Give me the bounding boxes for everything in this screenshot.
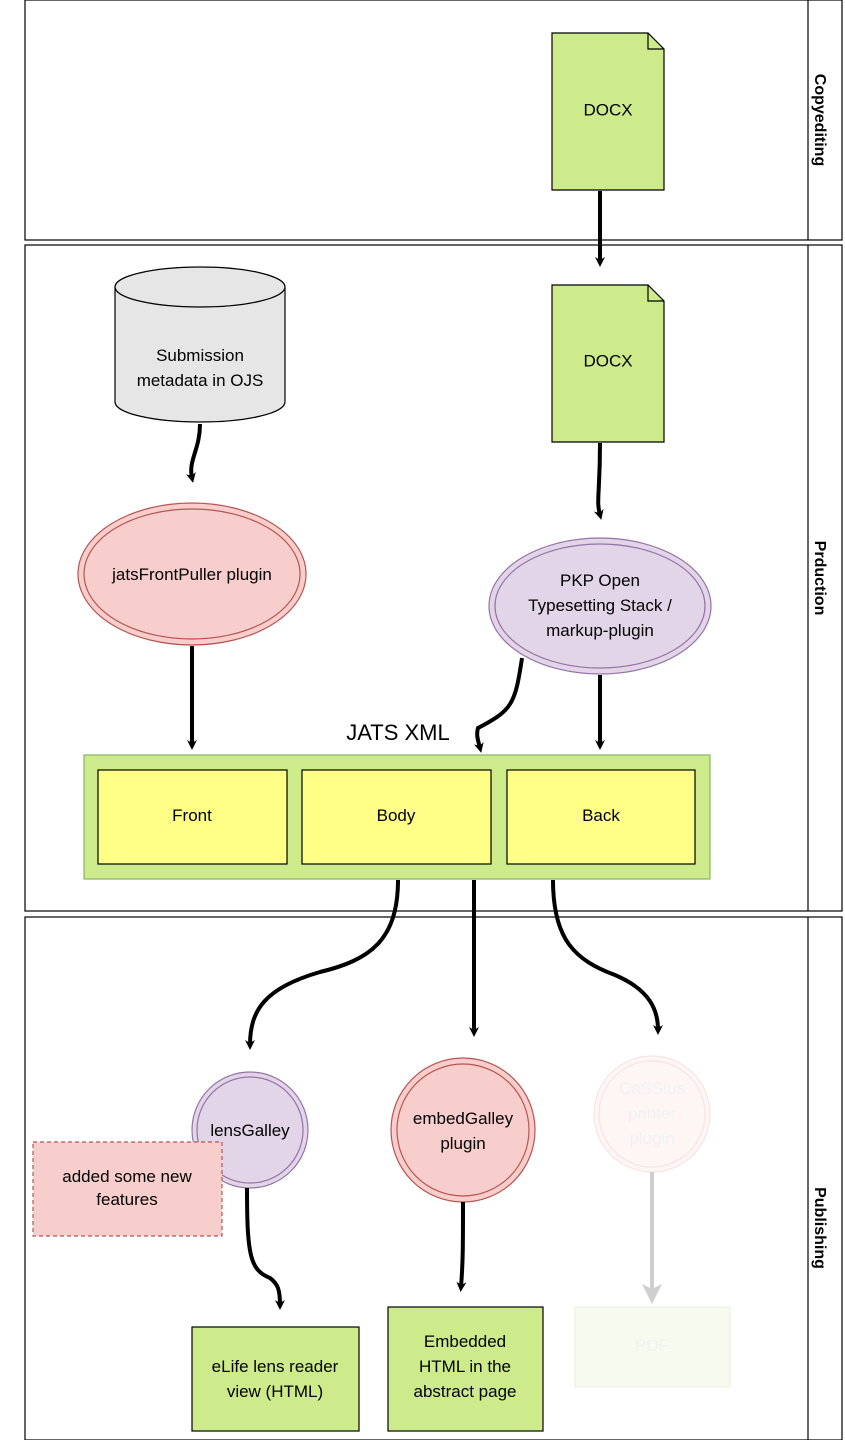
cassius-printer-node: CaSSius printer plugin [593, 1055, 711, 1173]
jats-section-body-label: Body [377, 806, 416, 825]
jats-xml-title: JATS XML [346, 720, 450, 745]
arrow-docx-to-pkp [593, 442, 604, 520]
arrow-lensgalley-to-elife [245, 1187, 285, 1310]
lane-label-publishing: Publishing [811, 1187, 828, 1269]
output-embedded-html: Embedded HTML in the abstract page [387, 1306, 544, 1432]
note-line2: features [96, 1190, 157, 1209]
output-pdf: PDF [574, 1306, 731, 1388]
cassius-label-line1: CaSSius [619, 1079, 685, 1098]
connector-cassius-to-pdf [642, 1172, 662, 1304]
jats-section-front: Front [97, 769, 288, 865]
pkp-label-line2: Typesetting Stack / [528, 596, 672, 615]
elife-label-line2: view (HTML) [227, 1382, 323, 1401]
arrow-body-to-lensgalley [245, 879, 400, 1050]
connectors [186, 191, 663, 1310]
embed-galley-node: embedGalley plugin [390, 1057, 536, 1203]
docx-copyediting-label: DOCX [583, 100, 632, 119]
arrow-back-to-cassius [551, 879, 663, 1035]
lane-label-production: Prduction [811, 541, 828, 616]
jats-section-body: Body [301, 769, 492, 865]
pkp-typesetting-stack-node: PKP Open Typesetting Stack / markup-plug… [488, 537, 712, 675]
jats-front-puller-node: jatsFrontPuller plugin [77, 502, 307, 646]
jats-front-puller-label: jatsFrontPuller plugin [111, 565, 272, 584]
jats-section-front-label: Front [172, 806, 212, 825]
jats-xml-container: Front Body Back [83, 754, 711, 880]
embedded-label-line3: abstract page [413, 1382, 516, 1401]
docx-production-node: DOCX [551, 284, 665, 443]
embedded-label-line2: HTML in the [419, 1357, 511, 1376]
docx-production-label: DOCX [583, 351, 632, 370]
elife-label-line1: eLife lens reader [212, 1357, 339, 1376]
cassius-label-line3: plugin [629, 1129, 674, 1148]
embedded-label-line1: Embedded [424, 1332, 506, 1351]
note-line1: added some new [62, 1167, 192, 1186]
embed-galley-label-line2: plugin [440, 1134, 485, 1153]
pkp-label-line1: PKP Open [560, 571, 640, 590]
docx-copyediting-node: DOCX [551, 32, 665, 191]
submission-metadata-database: Submission metadata in OJS [114, 266, 286, 423]
arrow-metadata-to-frontpuller [186, 423, 202, 483]
metadata-label-line2: metadata in OJS [137, 371, 264, 390]
lane-copyediting: Copyediting [24, 0, 843, 241]
jats-section-back-label: Back [582, 806, 620, 825]
jats-section-back: Back [506, 769, 696, 865]
lens-galley-label: lensGalley [210, 1121, 290, 1140]
metadata-label-line1: Submission [156, 346, 244, 365]
arrow-embedgalley-to-embedded [456, 1201, 467, 1292]
output-elife-lens: eLife lens reader view (HTML) [191, 1326, 360, 1432]
pkp-label-line3: markup-plugin [546, 621, 654, 640]
arrow-pkp-to-body [473, 657, 524, 753]
embed-galley-label-line1: embedGalley [413, 1109, 514, 1128]
lane-label-copyediting: Copyediting [811, 74, 828, 166]
cassius-label-line2: printer [628, 1104, 677, 1123]
note-added-features: added some new features [32, 1141, 223, 1237]
pdf-label: PDF [635, 1336, 669, 1355]
